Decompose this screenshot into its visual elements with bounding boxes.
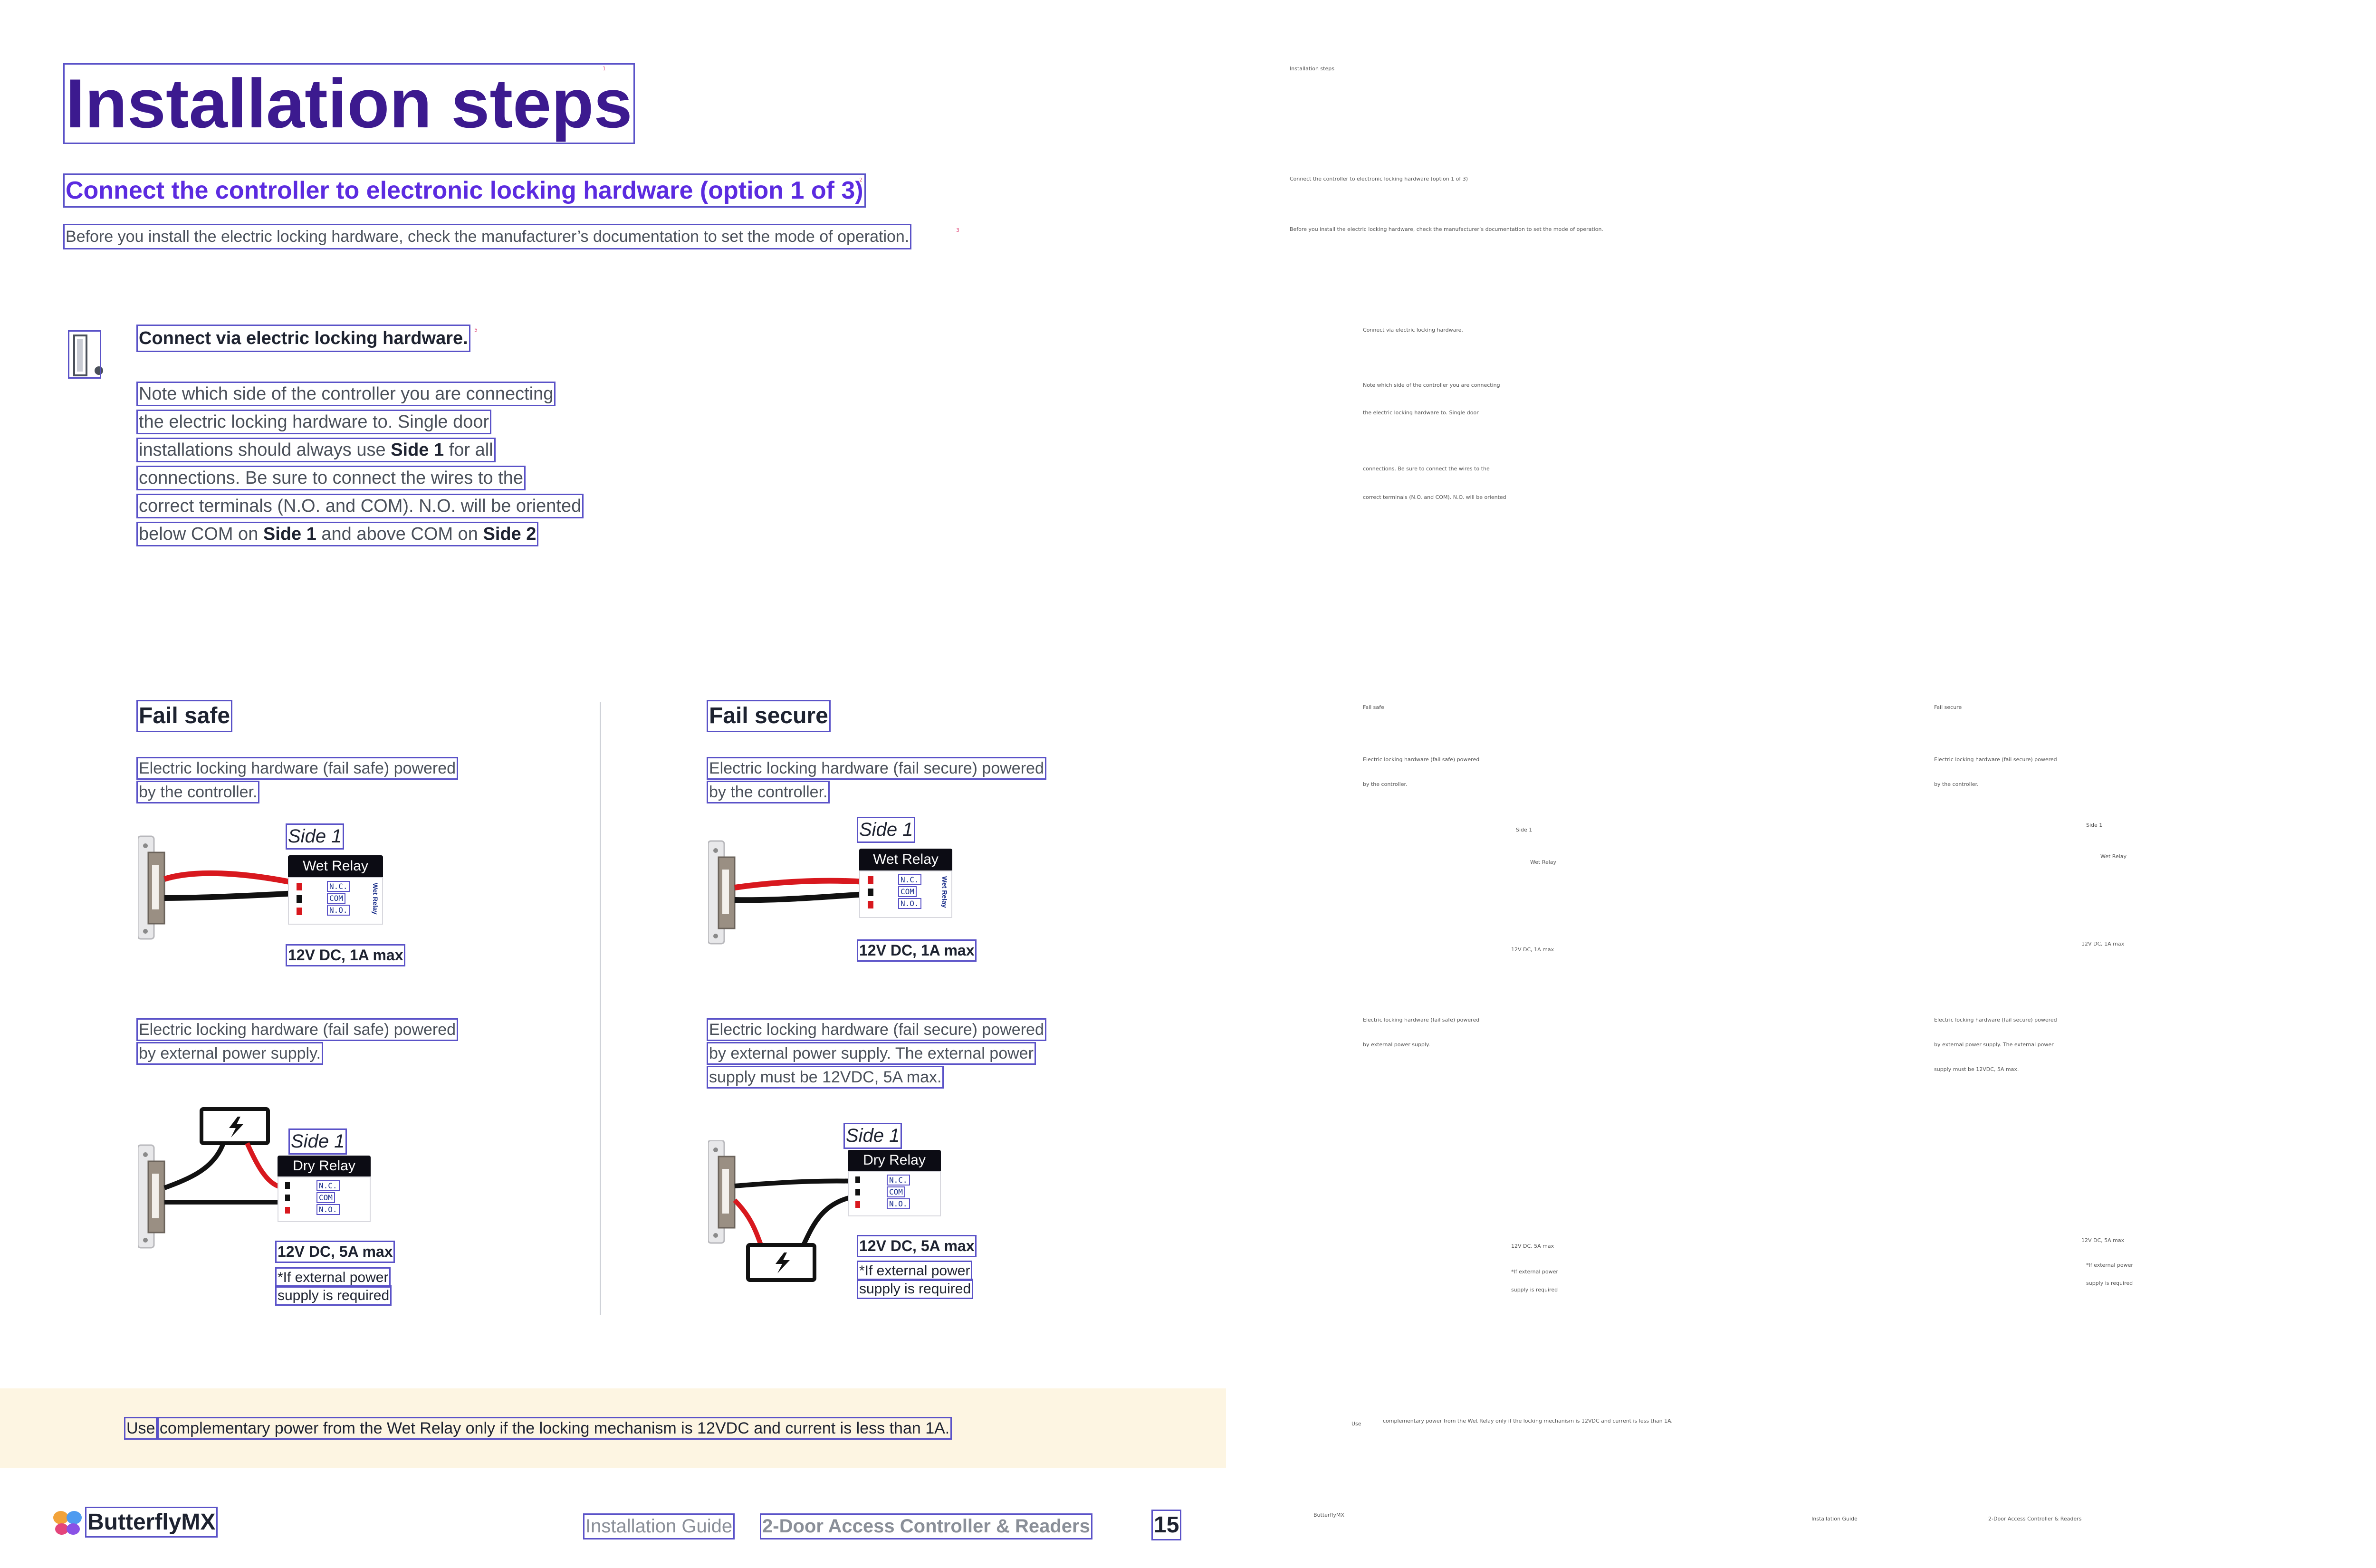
fail-safe-note: *If external power supply is required: [275, 1267, 392, 1306]
butterfly-logo-icon: [52, 1510, 84, 1537]
fail-safe-heading: Fail safe: [136, 700, 233, 732]
fail-secure-wet-side: Side 1: [856, 817, 916, 843]
fail-safe-wet-diagram: [137, 827, 404, 965]
footer-guide: Installation Guide: [583, 1513, 735, 1539]
fail-secure-heading: Fail secure: [707, 700, 831, 732]
relay-title: Wet Relay: [859, 849, 952, 870]
fail-safe-dry-diagram: [137, 1107, 404, 1264]
fail-secure-dry-side: Side 1: [843, 1123, 902, 1149]
step-line: connections. Be sure to connect the wire…: [136, 466, 526, 490]
fail-secure-wet-spec: 12V DC, 1A max: [856, 939, 977, 962]
fail-secure-dry-spec: 12V DC, 5A max: [856, 1235, 977, 1257]
fail-safe-dry-side: Side 1: [288, 1128, 347, 1155]
marker: 3: [956, 227, 959, 233]
step-line: correct terminals (N.O. and COM). N.O. w…: [136, 494, 584, 518]
callout-band: [0, 1388, 1226, 1468]
fail-safe-wet-spec: 12V DC, 1A max: [285, 944, 406, 966]
fail-secure-dry-diagram: [707, 1139, 974, 1297]
fail-safe-wet-side: Side 1: [285, 823, 345, 850]
step-heading: Connect via electric locking hardware.: [136, 325, 470, 352]
door-strike-icon: [68, 330, 103, 379]
wiring-svg: [137, 835, 296, 940]
fail-safe-dry-description: Electric locking hardware (fail safe) po…: [136, 1018, 459, 1065]
step-body: Note which side of the controller you ar…: [136, 380, 584, 548]
footer-brand: ButterflyMX: [85, 1507, 218, 1538]
fail-secure-dry-description: Electric locking hardware (fail secure) …: [706, 1018, 1046, 1089]
step-line: below COM on Side 1 and above COM on Sid…: [136, 522, 539, 546]
intro-text: Before you install the electric locking …: [63, 224, 912, 249]
marker: 1: [603, 66, 606, 72]
fail-secure-dry-relay: Dry Relay N.C. COM N.O.: [848, 1150, 941, 1216]
fail-safe-dry-spec: 12V DC, 5A max: [275, 1241, 395, 1263]
marker: 5: [474, 327, 478, 333]
fail-secure-wet-description: Electric locking hardware (fail secure) …: [706, 757, 1046, 803]
column-divider: [600, 702, 601, 1315]
callout-text: Use complementary power from the Wet Rel…: [124, 1417, 952, 1440]
section-subtitle: Connect the controller to electronic loc…: [63, 173, 866, 208]
text-layer-preview: Installation steps Connect the controlle…: [1226, 0, 2376, 1568]
fail-secure-wet-diagram: [707, 836, 974, 974]
fail-safe-dry-relay: Dry Relay N.C. COM N.O.: [278, 1156, 371, 1222]
fail-secure-note: *If external power supply is required: [856, 1261, 974, 1299]
footer-product: 2-Door Access Controller & Readers: [760, 1513, 1092, 1539]
page-title: Installation steps: [63, 63, 635, 144]
step-line: installations should always use Side 1 f…: [136, 438, 496, 462]
relay-title: Dry Relay: [278, 1156, 371, 1176]
fail-safe-wet-description: Electric locking hardware (fail safe) po…: [136, 757, 459, 803]
footer-page-number: 15: [1151, 1510, 1182, 1540]
relay-title: Dry Relay: [848, 1150, 941, 1171]
fail-safe-wet-relay: Wet Relay N.C. COM N.O. Wet Relay: [288, 855, 383, 925]
step-line: the electric locking hardware to. Single…: [136, 410, 492, 434]
marker: 2: [859, 177, 862, 183]
relay-title: Wet Relay: [288, 855, 383, 877]
fail-secure-wet-relay: Wet Relay N.C. COM N.O. Wet Relay: [859, 849, 952, 918]
step-line: Note which side of the controller you ar…: [136, 382, 556, 406]
